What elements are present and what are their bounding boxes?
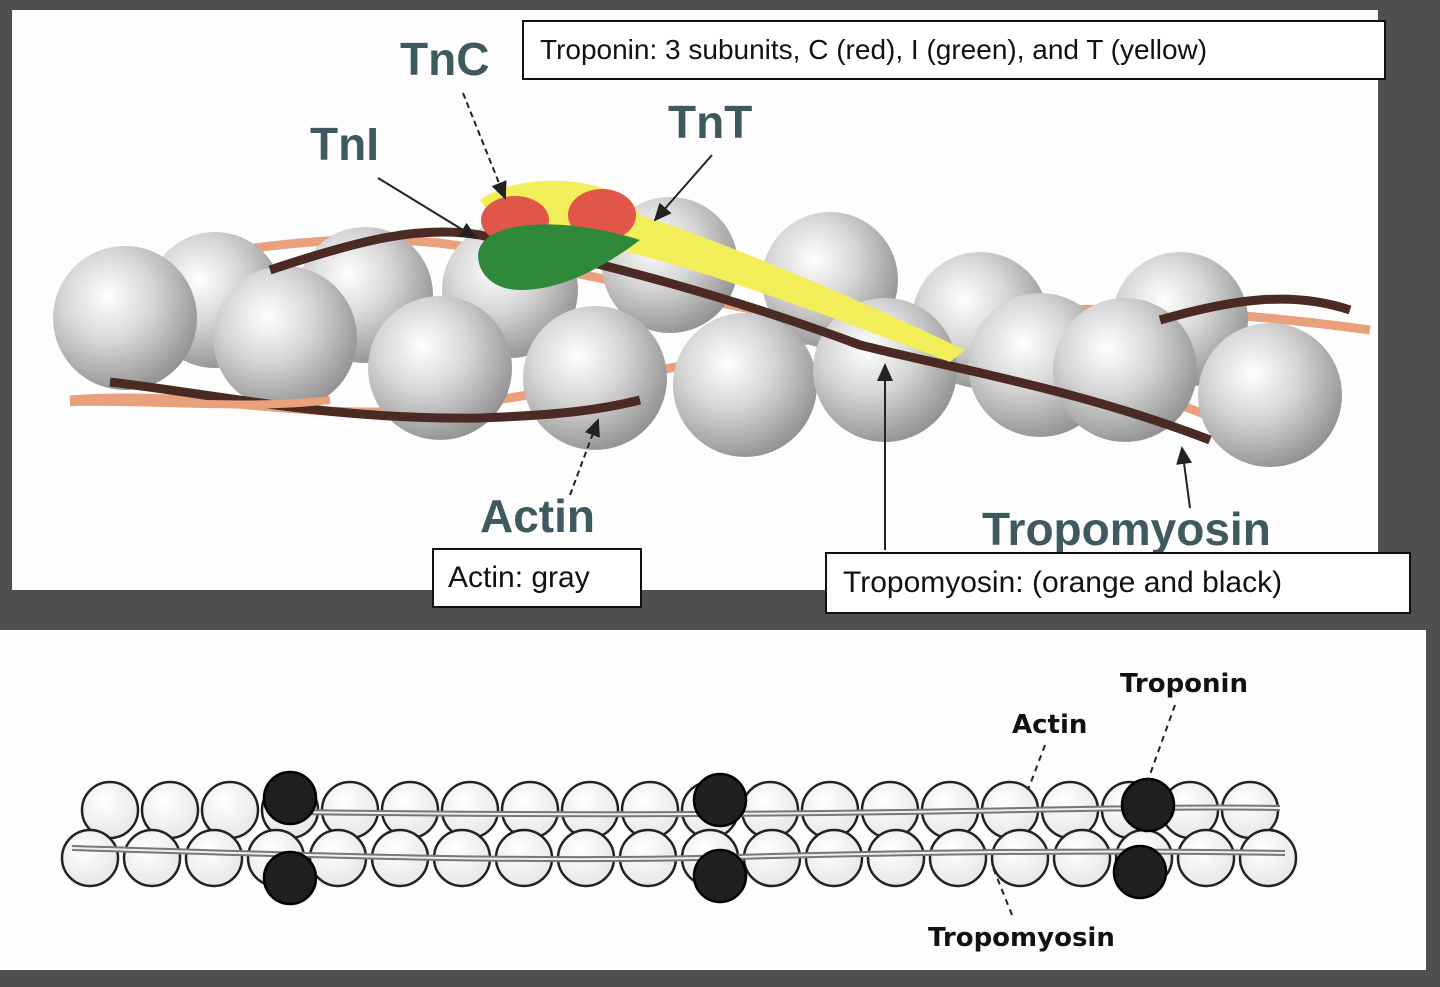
actin-bead xyxy=(62,830,118,886)
actin-bead xyxy=(186,830,242,886)
tnc-label: TnC xyxy=(400,33,489,85)
bottom-actin-beads xyxy=(62,782,1296,886)
actin-bead xyxy=(930,830,986,886)
troponin-bead xyxy=(264,772,316,824)
troponin-bead xyxy=(1122,779,1174,831)
troponin-callout: Troponin: 3 subunits, C (red), I (green)… xyxy=(522,20,1386,80)
bottom-tropomyosin-label: Tropomyosin xyxy=(928,923,1115,953)
troponin-bead xyxy=(694,774,746,826)
actin-bead xyxy=(382,782,438,838)
bottom-actin-label: Actin xyxy=(1012,710,1087,740)
tropomyosin-callout: Tropomyosin: (orange and black) xyxy=(825,552,1411,614)
troponin-bead xyxy=(1114,846,1166,898)
actin-monomer xyxy=(673,313,817,457)
bottom-troponin-label: Troponin xyxy=(1120,669,1248,699)
tropomyosin-label: Tropomyosin xyxy=(982,503,1271,555)
actin-bead xyxy=(992,830,1048,886)
actin-monomer xyxy=(1198,323,1342,467)
tni-label: TnI xyxy=(310,118,379,170)
actin-bead xyxy=(1178,830,1234,886)
actin-bead xyxy=(1240,830,1296,886)
actin-callout: Actin: gray xyxy=(432,548,642,608)
tnt-label: TnT xyxy=(668,96,752,148)
actin-monomer xyxy=(213,266,357,410)
actin-bead xyxy=(124,830,180,886)
actin-bead xyxy=(868,830,924,886)
actin-bead xyxy=(1054,830,1110,886)
actin-monomer xyxy=(53,246,197,390)
troponin-bead xyxy=(694,850,746,902)
actin-bead xyxy=(442,782,498,838)
actin-bead xyxy=(806,830,862,886)
actin-label: Actin xyxy=(480,490,595,542)
troponin-bead xyxy=(264,852,316,904)
